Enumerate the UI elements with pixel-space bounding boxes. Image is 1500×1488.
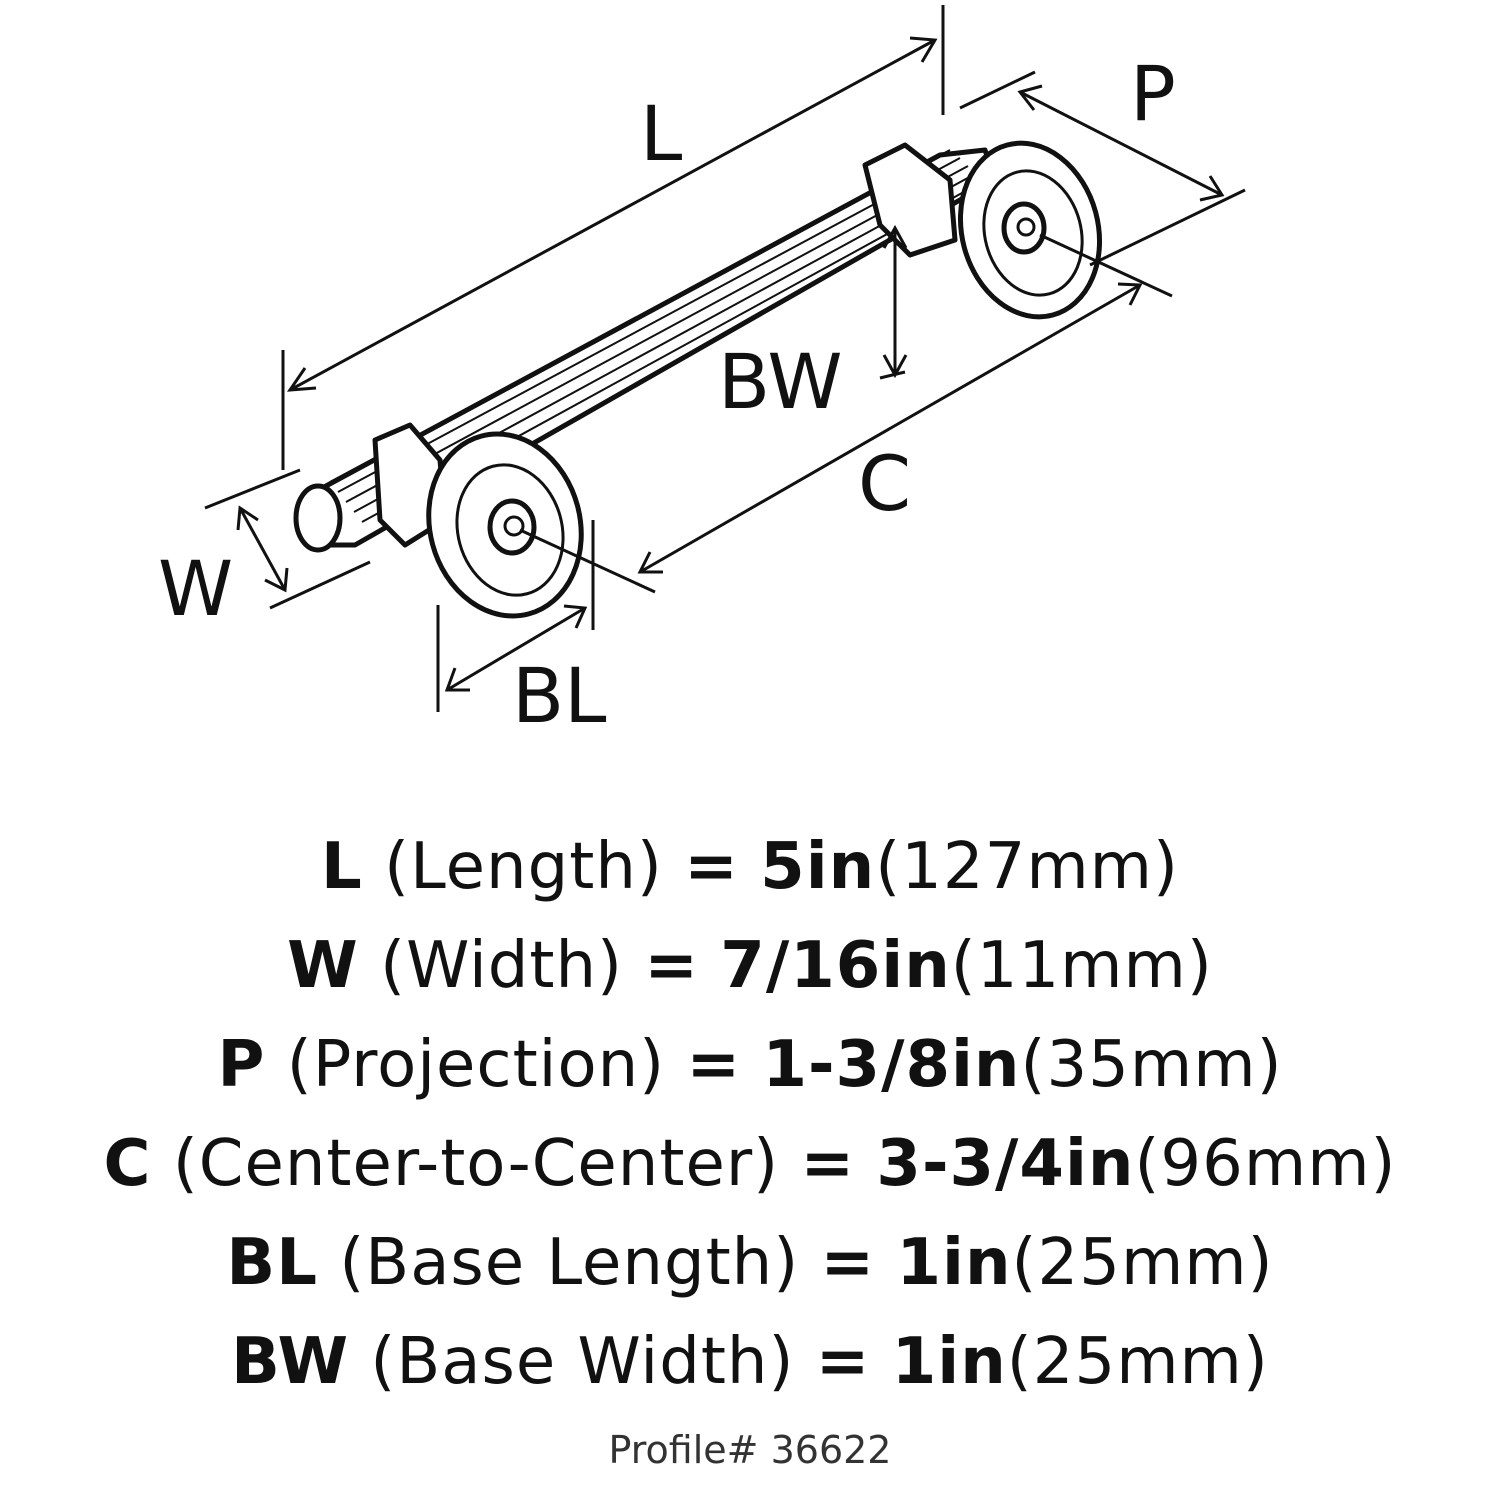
spec-equals: = [800, 1127, 856, 1201]
cabinet-pull-drawing [293, 140, 1103, 619]
spec-name: (Projection) [286, 1028, 666, 1102]
spec-metric: (25mm) [1006, 1325, 1269, 1399]
spec-name: (Base Length) [339, 1226, 800, 1300]
spec-metric: (25mm) [1011, 1226, 1274, 1300]
dimension-spec-list: L (Length) = 5in(127mm) W (Width) = 7/16… [0, 818, 1500, 1412]
spec-center-to-center: C (Center-to-Center) = 3-3/4in(96mm) [0, 1115, 1500, 1214]
spec-name: (Width) [380, 929, 623, 1003]
spec-imperial: 5in [760, 830, 876, 904]
left-end-cap [293, 483, 343, 553]
spec-abbr: BW [231, 1325, 350, 1399]
spec-abbr: C [103, 1127, 152, 1201]
spec-base-width: BW (Base Width) = 1in(25mm) [0, 1313, 1500, 1412]
cabinet-pull-dimension-diagram: L P BW C W BL [158, 5, 1246, 740]
label-L: L [640, 89, 682, 178]
spec-equals: = [815, 1325, 871, 1399]
spec-imperial: 1in [896, 1226, 1012, 1300]
spec-metric: (11mm) [950, 929, 1213, 1003]
spec-equals: = [684, 830, 739, 904]
label-BW: BW [718, 337, 843, 426]
spec-equals: = [820, 1226, 876, 1300]
spec-abbr: W [287, 929, 359, 1003]
label-P: P [1130, 49, 1176, 138]
label-BL: BL [512, 651, 606, 740]
spec-imperial: 1in [891, 1325, 1007, 1399]
spec-length: L (Length) = 5in(127mm) [0, 818, 1500, 917]
spec-name: (Center-to-Center) [172, 1127, 780, 1201]
spec-name: (Base Width) [370, 1325, 795, 1399]
spec-name: (Length) [384, 830, 663, 904]
right-post [862, 142, 958, 258]
spec-metric: (127mm) [875, 830, 1179, 904]
spec-abbr: L [321, 830, 363, 904]
spec-imperial: 3-3/4in [876, 1127, 1135, 1201]
spec-metric: (35mm) [1020, 1028, 1283, 1102]
spec-projection: P (Projection) = 1-3/8in(35mm) [0, 1016, 1500, 1115]
label-W: W [158, 544, 233, 633]
spec-equals: = [644, 929, 699, 1003]
label-C: C [858, 439, 911, 528]
spec-imperial: 1-3/8in [762, 1028, 1021, 1102]
profile-number: Profile# 36622 [608, 1428, 892, 1472]
spec-base-length: BL (Base Length) = 1in(25mm) [0, 1214, 1500, 1313]
spec-imperial: 7/16in [720, 929, 951, 1003]
spec-abbr: P [217, 1028, 266, 1102]
spec-width: W (Width) = 7/16in(11mm) [0, 917, 1500, 1016]
dimension-lines [204, 5, 1246, 712]
spec-equals: = [686, 1028, 742, 1102]
spec-abbr: BL [226, 1226, 318, 1300]
spec-metric: (96mm) [1134, 1127, 1397, 1201]
